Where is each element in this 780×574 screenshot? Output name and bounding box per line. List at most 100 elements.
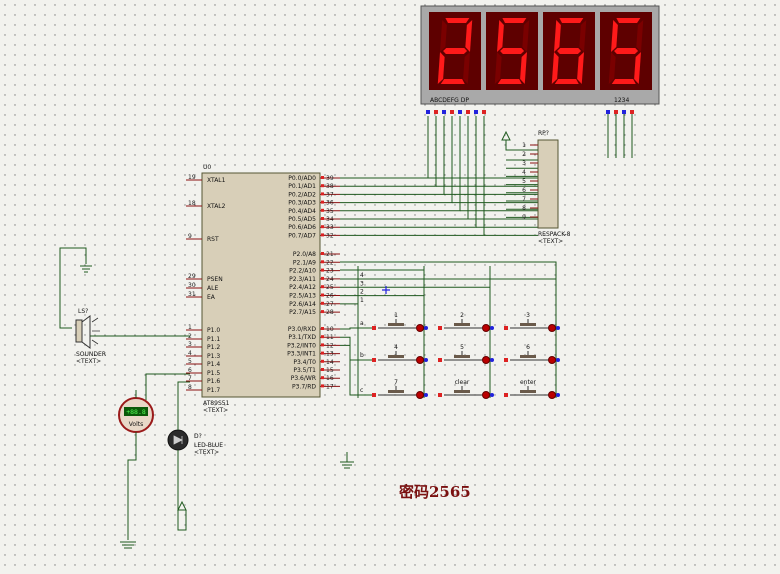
- mcu-pin-p0-5-ad5: 34 P0.5/AD5: [288, 216, 340, 223]
- row-label-a: a: [360, 320, 364, 327]
- resistor-pack-pin-2: 2: [522, 151, 538, 158]
- column-label-3: 3: [360, 280, 364, 287]
- svg-text:35: 35: [326, 208, 334, 215]
- sounder-tag: <TEXT>: [76, 358, 101, 365]
- voltmeter[interactable]: +88.8 Volts: [118, 390, 154, 549]
- keypad-key-6[interactable]: 6: [504, 344, 560, 364]
- svg-text:37: 37: [326, 191, 334, 198]
- keypad-key-4[interactable]: 4: [372, 344, 428, 364]
- svg-text:28: 28: [326, 309, 334, 316]
- column-label-4: 4: [360, 272, 364, 279]
- svg-text:17: 17: [326, 383, 334, 390]
- column-label-1: 1: [360, 297, 364, 304]
- mcu-pin-p2-7-a15: 28 P2.7/A15: [289, 309, 340, 316]
- led-ref: D?: [194, 433, 202, 440]
- key-label: clear: [455, 379, 470, 386]
- keypad-key-7[interactable]: 7: [372, 379, 428, 399]
- mcu-pin-p2-6-a14: 27 P2.6/A14: [289, 301, 340, 308]
- svg-text:2: 2: [522, 151, 526, 158]
- svg-text:P0.3/AD3: P0.3/AD3: [288, 200, 316, 207]
- resistor-pack-pin-7: 7: [522, 196, 538, 203]
- keypad-key-clear[interactable]: clear: [438, 379, 494, 399]
- svg-text:36: 36: [326, 200, 334, 207]
- key-label: 6: [526, 344, 530, 351]
- svg-text:1: 1: [188, 324, 192, 331]
- ground-icon-3: [340, 452, 354, 469]
- seven-segment-display[interactable]: ABCDEFG DP 1234: [420, 5, 660, 158]
- mcu-pin-p1-6: 7 P1.6: [186, 375, 220, 385]
- resistor-pack-pin-5: 5: [522, 178, 538, 185]
- svg-text:7: 7: [188, 375, 192, 382]
- digit-2: [486, 12, 538, 90]
- keypad-key-5[interactable]: 5: [438, 344, 494, 364]
- key-label: enter: [520, 379, 537, 386]
- svg-text:4: 4: [522, 169, 526, 176]
- mcu-pin-p1-2: 3 P1.2: [186, 341, 220, 351]
- voltmeter-reading: +88.8: [126, 408, 146, 416]
- svg-text:3: 3: [188, 341, 192, 348]
- svg-text:P0.4/AD4: P0.4/AD4: [288, 208, 316, 215]
- keypad-key-2[interactable]: 2: [438, 312, 494, 332]
- key-label: 4: [394, 344, 398, 351]
- power-arrow-icon-2: [177, 500, 187, 511]
- svg-text:P2.7/A15: P2.7/A15: [289, 309, 316, 316]
- svg-text:P0.0/AD0: P0.0/AD0: [288, 175, 316, 182]
- svg-text:P1.6: P1.6: [207, 378, 220, 385]
- svg-text:XTAL2: XTAL2: [207, 203, 226, 210]
- mcu-ref: U0: [203, 164, 211, 171]
- svg-text:P2.6/A14: P2.6/A14: [289, 301, 316, 308]
- svg-text:24: 24: [326, 276, 334, 283]
- sounder-ls[interactable]: LS? SOUNDER <TEXT>: [59, 247, 190, 365]
- cursor-marker-icon: [382, 286, 390, 294]
- sounder-part: SOUNDER: [76, 351, 106, 358]
- keypad-key-1[interactable]: 1: [372, 312, 428, 332]
- led-blue[interactable]: D? LED-BLUE <TEXT>: [145, 373, 223, 531]
- svg-text:P1.1: P1.1: [207, 336, 220, 343]
- column-label-2: 2: [360, 289, 364, 296]
- svg-text:P0.6/AD6: P0.6/AD6: [288, 224, 316, 231]
- svg-text:P0.5/AD5: P0.5/AD5: [288, 216, 316, 223]
- mcu-pin-p1-5: 6 P1.5: [186, 367, 220, 377]
- display-common-labels: 1234: [614, 97, 629, 104]
- resistor-pack-pin-6: 6: [522, 187, 538, 194]
- svg-text:30: 30: [188, 282, 196, 289]
- svg-text:16: 16: [326, 375, 334, 382]
- svg-text:34: 34: [326, 216, 334, 223]
- mcu-pin-p0-4-ad4: 35 P0.4/AD4: [288, 208, 340, 215]
- svg-text:6: 6: [188, 367, 192, 374]
- svg-text:32: 32: [326, 232, 334, 239]
- svg-text:XTAL1: XTAL1: [207, 177, 226, 184]
- key-label: 5: [460, 344, 464, 351]
- svg-text:6: 6: [522, 187, 526, 194]
- svg-text:4: 4: [188, 350, 192, 357]
- svg-text:P0.1/AD1: P0.1/AD1: [288, 183, 316, 190]
- svg-text:12: 12: [326, 342, 334, 349]
- svg-text:23: 23: [326, 268, 334, 275]
- keypad-key-3[interactable]: 3: [504, 312, 560, 332]
- svg-text:P1.5: P1.5: [207, 370, 220, 377]
- ground-icon-2: [120, 541, 136, 549]
- svg-text:P1.2: P1.2: [207, 344, 220, 351]
- svg-text:RST: RST: [207, 236, 219, 243]
- keypad-key-enter[interactable]: enter: [504, 379, 560, 399]
- digit-4: [600, 12, 652, 90]
- svg-text:31: 31: [188, 291, 196, 298]
- svg-text:27: 27: [326, 301, 334, 308]
